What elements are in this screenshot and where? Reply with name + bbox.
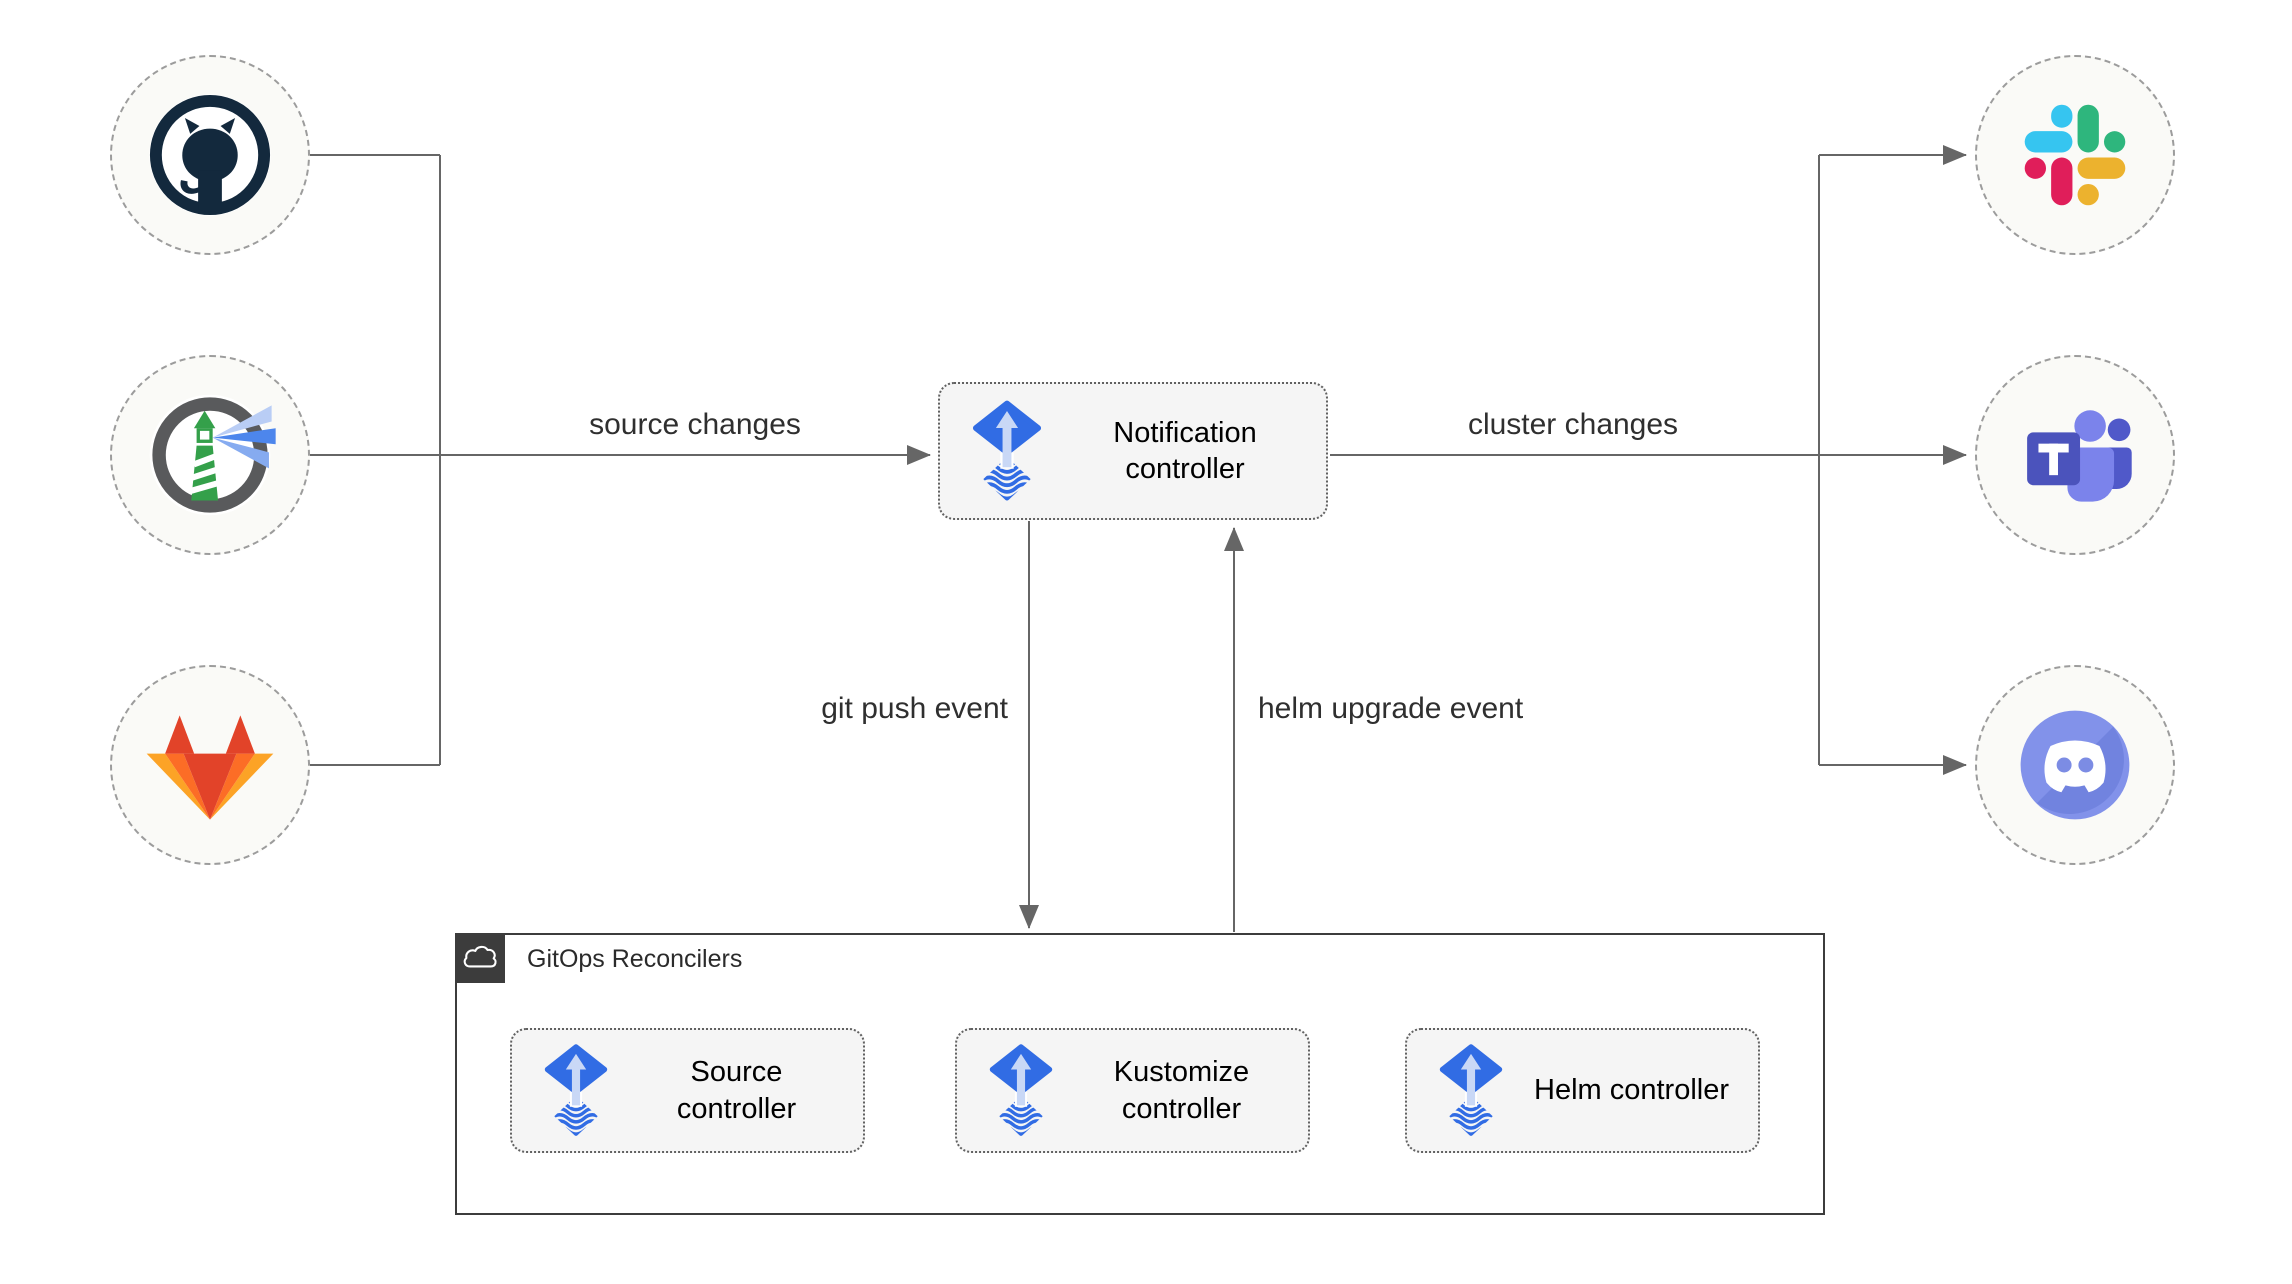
node-teams bbox=[1975, 355, 2175, 555]
helm-controller-label: Helm controller bbox=[1534, 1074, 1729, 1107]
source-controller-label: Source controller bbox=[676, 1056, 797, 1125]
flux-icon bbox=[970, 399, 1044, 503]
kustomize-controller-label: Kustomize controller bbox=[1113, 1056, 1250, 1125]
slack-icon bbox=[2024, 104, 2126, 206]
node-github bbox=[110, 55, 310, 255]
discord-icon bbox=[2020, 710, 2130, 820]
flux-icon bbox=[987, 1043, 1055, 1138]
flux-icon bbox=[542, 1043, 610, 1138]
edge-label-source-changes: source changes bbox=[589, 408, 801, 441]
edge-label-cluster-changes: cluster changes bbox=[1467, 408, 1679, 441]
node-helm-controller: Helm controller bbox=[1405, 1028, 1760, 1153]
edge-label-helm-upgrade-event: helm upgrade event bbox=[1258, 692, 1524, 725]
gitops-reconcilers-title: GitOps Reconcilers bbox=[527, 945, 743, 973]
node-discord bbox=[1975, 665, 2175, 865]
node-gitlab bbox=[110, 665, 310, 865]
edge-label-git-push-event: git push event bbox=[821, 692, 1008, 725]
gitlab-icon bbox=[146, 714, 274, 820]
node-slack bbox=[1975, 55, 2175, 255]
node-source-controller: Source controller bbox=[510, 1028, 865, 1153]
harbor-icon bbox=[149, 394, 276, 516]
flux-icon bbox=[1437, 1043, 1505, 1138]
node-harbor bbox=[110, 355, 310, 555]
github-icon bbox=[149, 94, 271, 216]
node-kustomize-controller: Kustomize controller bbox=[955, 1028, 1310, 1153]
cloud-icon bbox=[463, 945, 497, 968]
cloud-badge bbox=[455, 933, 505, 983]
teams-icon bbox=[2027, 410, 2132, 502]
node-notification-controller: Notification controller bbox=[938, 382, 1328, 520]
notification-controller-label: Notification controller bbox=[1113, 416, 1257, 485]
